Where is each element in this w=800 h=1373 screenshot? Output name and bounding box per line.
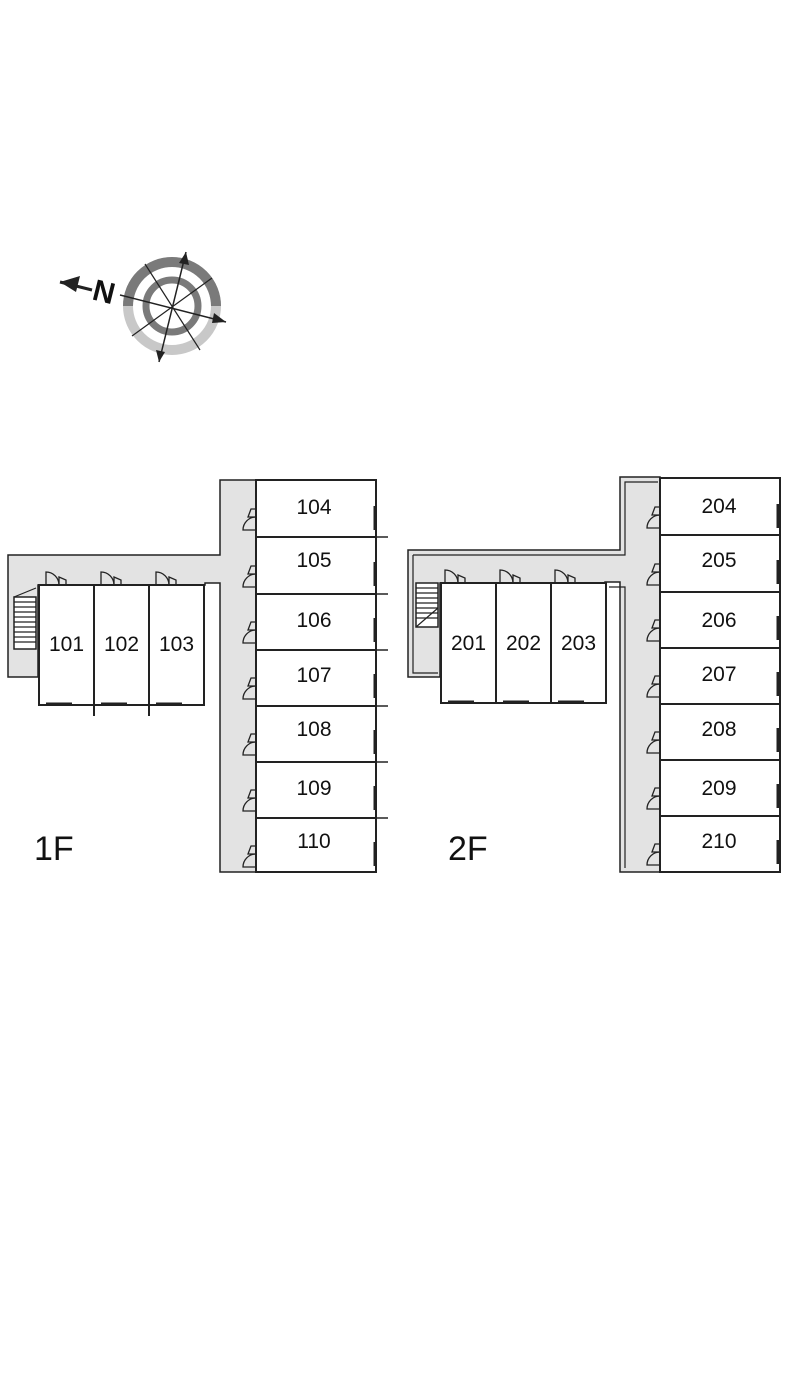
room-202 — [495, 582, 552, 704]
room-106 — [255, 593, 377, 651]
room-label: 110 — [297, 830, 330, 853]
room-205 — [659, 534, 781, 593]
floor-label-2f: 2F — [448, 830, 488, 868]
room-label: 105 — [296, 549, 331, 572]
room-label: 208 — [701, 718, 736, 741]
floor-2-stairs-icon — [415, 582, 439, 628]
room-207 — [659, 647, 781, 705]
room-label: 202 — [506, 632, 541, 655]
floor-label-1f: 1F — [34, 830, 74, 868]
room-label: 102 — [104, 633, 139, 656]
room-103 — [148, 584, 205, 706]
room-label: 206 — [701, 609, 736, 632]
room-label: 209 — [701, 777, 736, 800]
room-206 — [659, 591, 781, 649]
room-label: 207 — [701, 663, 736, 686]
room-label: 106 — [296, 609, 331, 632]
room-label: 101 — [49, 633, 84, 656]
room-110 — [255, 817, 377, 873]
room-label: 107 — [296, 664, 331, 687]
door-icon — [242, 508, 257, 868]
room-label: 103 — [159, 633, 194, 656]
room-label: 205 — [701, 549, 736, 572]
door-icon — [45, 571, 177, 586]
room-label: 108 — [296, 718, 331, 741]
room-label: 109 — [296, 777, 331, 800]
door-icon — [444, 569, 576, 584]
room-label: 104 — [296, 496, 331, 519]
floor-1-plan: 101 102 103 10 — [7, 479, 388, 873]
compass-rose-icon: N — [59, 251, 227, 363]
door-icon — [646, 506, 661, 866]
floor-1-stairs-icon — [13, 587, 37, 650]
room-label: 210 — [701, 830, 736, 853]
room-107 — [255, 649, 377, 707]
room-label: 203 — [561, 632, 596, 655]
floor-2-plan: 201 202 203 204 205 206 207 208 209 — [407, 476, 781, 873]
compass-north-label: N — [89, 274, 118, 311]
room-label: 204 — [701, 495, 736, 518]
room-label: 201 — [451, 632, 486, 655]
room-210 — [659, 815, 781, 873]
